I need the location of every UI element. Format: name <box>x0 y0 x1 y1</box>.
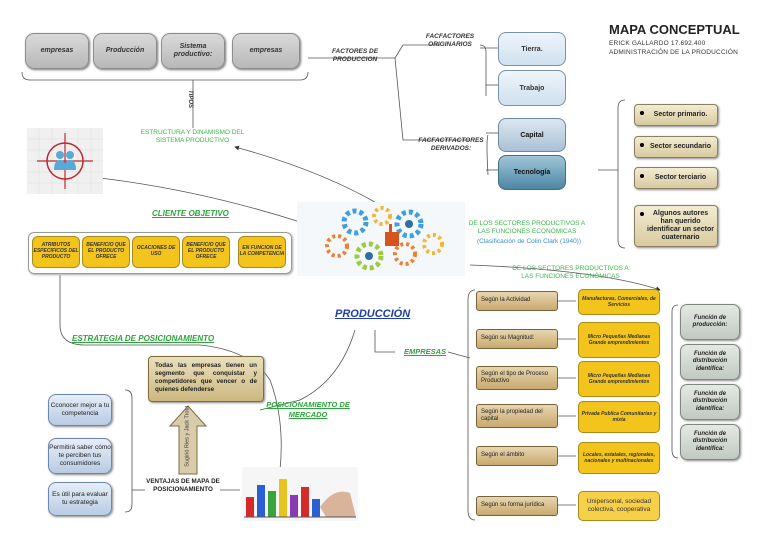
tipos-label: TIPOS <box>187 89 194 109</box>
sectores-label-2: DE LOS SECTORES PRODUCTIVOS A LAS FUNCIO… <box>512 265 629 280</box>
derivados-label: FACFACTFACTORES DERIVADOS: <box>418 137 484 152</box>
factores-label: FACTORES DE PRODUCCION <box>331 48 379 63</box>
arrow-text: Sugirió Ries y Jack Trout <box>184 405 191 467</box>
sector-cuaternario: Algunos autores han querido identificar … <box>634 205 718 247</box>
author-line: ERICK GALLARDO 17.692.400 <box>609 40 706 47</box>
bar-chart-hands-image <box>242 467 358 521</box>
produccion-title: PRODUCCIÓN <box>335 308 411 320</box>
funcion-distribucion-1: Función de distribución identifica: <box>680 344 740 380</box>
clark-label: (Clasificación de Colin Clark (1940)) <box>476 238 582 245</box>
top-box-empresas: empresas <box>25 33 89 69</box>
criterio-propiedad: Según la propiedad del capital <box>476 404 558 428</box>
ventajas-label: VENTAJAS DE MAPA DE POSICIONAMIENTO <box>146 478 220 493</box>
cliente-box-beneficio-2: BENEFICIO QUE EL PRODUCTO OFRECE <box>182 236 230 268</box>
cliente-objetivo-group <box>28 232 292 274</box>
detalle-ambito: Locales, estatales, regionales, nacional… <box>578 442 660 474</box>
detalle-juridica: Unipersonal, sociedad colectiva, coopera… <box>578 491 660 521</box>
criterio-juridica: Según su forma jurídica <box>476 496 558 516</box>
posicionamiento-label: POSICIONAMIENTO DE MERCADO <box>266 400 350 419</box>
cliente-objetivo-label: CLIENTE OBJETIVO <box>152 209 229 218</box>
gears-production-image <box>297 202 465 276</box>
criterio-proceso: Según el tipo de Proceso Productivo <box>476 366 558 390</box>
cliente-box-ocaciones: OCACIONES DE USO <box>132 236 180 268</box>
originarios-label: FACFACTORES ORIGINARIOS <box>425 33 475 48</box>
funcion-distribucion-2: Función de distribución identifica: <box>680 384 740 420</box>
bullet-icon <box>640 174 644 178</box>
subject-line: ADMINISTRACIÓN DE LA PRODUCCIÓN <box>609 49 738 56</box>
cliente-box-beneficio: BENEFICIO QUE EL PRODUCTO OFRECE <box>82 236 130 268</box>
criterio-ambito: Según el ámbito <box>476 446 558 466</box>
factor-trabajo: Trabajo <box>498 70 566 106</box>
estructura-label: ESTRUCTURA Y DINAMISMO DEL SISTEMA PRODU… <box>140 129 245 144</box>
factor-tierra: Tierra. <box>498 32 566 66</box>
ventaja-evaluar: Es útil para evaluar tu estrategia <box>48 482 112 516</box>
cliente-box-competencia: EN FUNCION DE LA COMPETENCIA <box>238 236 286 268</box>
up-arrow-icon <box>168 404 208 476</box>
bullet-icon <box>640 111 644 115</box>
target-people-icon <box>27 128 103 194</box>
top-box-produccion: Producción <box>93 33 157 69</box>
sector-terciario: Sector terciario <box>634 167 718 189</box>
factor-tecnologia: Tecnología <box>498 155 566 190</box>
factor-capital: Capital <box>498 118 566 152</box>
estrategia-label: ESTRATEGIA DE POSICIONAMIENTO <box>72 334 215 343</box>
top-box-empresas-2: empresas <box>232 33 300 69</box>
detalle-proceso: Micro Pequeñas Medianas Grande emprendim… <box>578 361 660 397</box>
bullet-icon <box>640 143 644 147</box>
ventaja-percepcion: Permitirá saber cómo te perciben tus con… <box>48 438 112 474</box>
criterio-magnitud: Según su Magnitud: <box>476 329 558 349</box>
detalle-actividad: Manufacturas, Comerciales, de Servicios <box>578 289 660 315</box>
detalle-magnitud: Micro Pequeñas Medianas Grande emprendim… <box>578 322 660 358</box>
bullet-icon <box>640 212 644 216</box>
detalle-propiedad: Privada Publica Comunitarias y mixta <box>578 401 660 433</box>
sector-primario: Sector primario. <box>634 104 718 126</box>
funcion-produccion: Función de producción: <box>680 304 740 340</box>
ventaja-conocer: Cconocer mejor a tu competencia <box>48 394 112 426</box>
map-title: MAPA CONCEPTUAL <box>609 22 740 37</box>
criterio-actividad: Según la Actividad <box>476 291 558 311</box>
empresas-label: EMPRESAS <box>404 347 447 356</box>
sector-secundario: Sector secundario <box>634 136 718 158</box>
funcion-distribucion-3: Función de distribución identifica: <box>680 424 740 460</box>
sectores-label-1: DE LOS SECTORES PRODUCTIVOS A LAS FUNCIO… <box>468 220 586 235</box>
segmento-box: Todas las empresas tienen un segmento qu… <box>148 356 264 402</box>
top-box-sistema-productivo: Sistema productivo: <box>161 33 225 69</box>
cliente-box-atributos: ATRIBUTOS ESPECIFICOS DEL PRODUCTO <box>32 236 80 268</box>
